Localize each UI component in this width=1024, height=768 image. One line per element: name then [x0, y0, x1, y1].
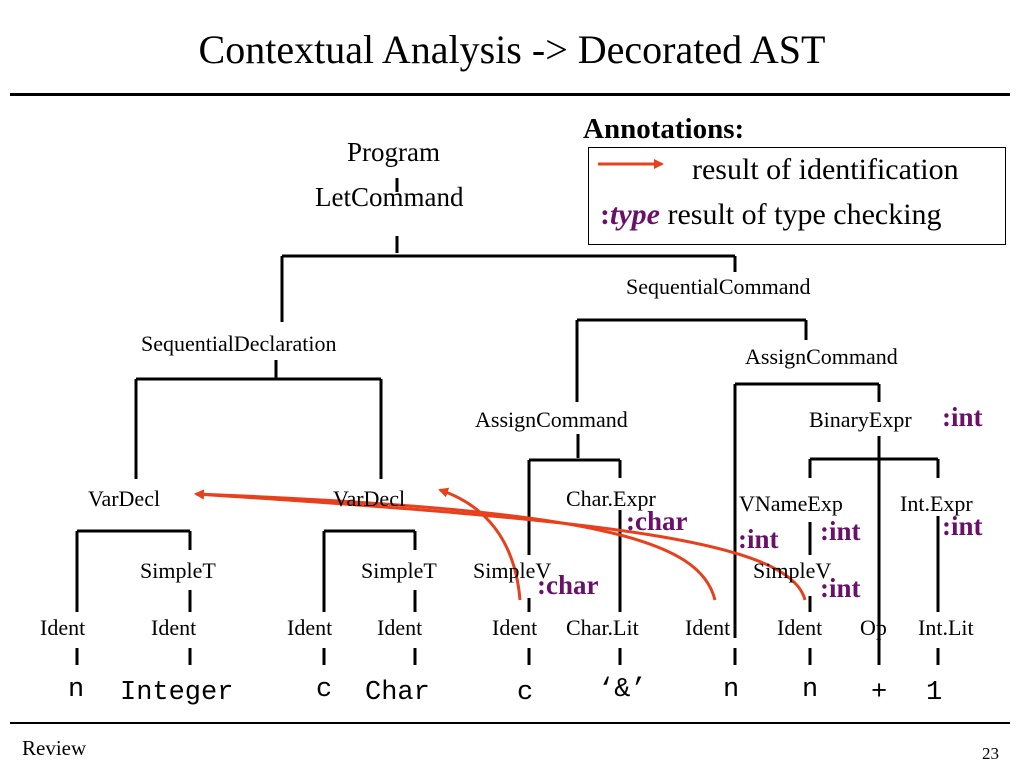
- type-annotation-simplev-2: :int: [820, 573, 861, 603]
- type-annotation-int-expr: :int: [942, 511, 983, 541]
- leaf-ident-5: Ident: [492, 615, 538, 640]
- footer-rule: [10, 722, 1010, 724]
- token-4: Char: [365, 678, 430, 708]
- node-vname-exp: VNameExp: [739, 491, 843, 516]
- ident-arrow-c-to-vardecl: [438, 487, 522, 601]
- ident-arrow-n1-to-vardecl: [194, 489, 717, 601]
- annotations-legend-box: [588, 147, 1006, 245]
- type-legend-row: :type result of type checking: [600, 198, 942, 232]
- annotations-heading: Annotations:: [583, 113, 745, 145]
- node-char-expr: Char.Expr: [566, 486, 656, 511]
- leaf-op: Op: [860, 615, 887, 640]
- node-simplev-1: SimpleV: [473, 558, 552, 583]
- type-annotation-assign-target: :int: [738, 524, 779, 554]
- type-annotation-simplev-1: :char: [537, 570, 599, 600]
- token-3: c: [316, 675, 333, 705]
- node-simplet-1: SimpleT: [140, 558, 216, 583]
- page-number: 23: [982, 744, 999, 763]
- type-annotation-char-expr: :char: [626, 506, 688, 536]
- token-7: n: [723, 675, 740, 705]
- node-vardecl-1: VarDecl: [88, 486, 161, 511]
- type-annotation-binary-expr: :int: [942, 402, 983, 432]
- token-10: 1: [926, 678, 943, 708]
- token-1: n: [68, 675, 85, 705]
- leaf-char-lit: Char.Lit: [566, 615, 639, 640]
- leaf-int-lit: Int.Lit: [918, 615, 974, 640]
- node-sequential-command: SequentialCommand: [626, 274, 811, 299]
- leaf-ident-6: Ident: [685, 615, 731, 640]
- ident-arrow-n2-to-vardecl: [194, 489, 807, 601]
- token-2: Integer: [120, 678, 234, 708]
- node-sequential-declaration: SequentialDeclaration: [141, 331, 337, 356]
- type-legend-label: result of type checking: [667, 198, 942, 231]
- leaf-ident-1: Ident: [40, 615, 86, 640]
- type-legend-colon: :: [600, 198, 610, 231]
- token-8: n: [802, 675, 819, 705]
- leaf-ident-7: Ident: [777, 615, 823, 640]
- title-rule: [10, 93, 1010, 96]
- token-9: +: [871, 678, 888, 708]
- token-5: c: [517, 678, 534, 708]
- node-let-command: LetCommand: [315, 182, 464, 212]
- node-simplev-2: SimpleV: [753, 558, 832, 583]
- node-program: Program: [347, 137, 440, 167]
- type-legend-word: type: [610, 198, 660, 231]
- token-6: ‘&’: [598, 675, 647, 705]
- leaf-ident-3: Ident: [287, 615, 333, 640]
- node-simplet-2: SimpleT: [361, 558, 437, 583]
- node-assign-command-right: AssignCommand: [745, 344, 898, 369]
- type-annotation-vname-exp: :int: [820, 516, 861, 546]
- node-int-expr: Int.Expr: [900, 491, 973, 516]
- footer-label: Review: [22, 736, 87, 760]
- slide-title: Contextual Analysis -> Decorated AST: [198, 27, 826, 72]
- node-vardecl-2: VarDecl: [333, 486, 406, 511]
- identification-legend-label: result of identification: [692, 153, 959, 186]
- leaf-ident-2: Ident: [151, 615, 197, 640]
- node-binary-expr: BinaryExpr: [809, 407, 912, 432]
- leaf-ident-4: Ident: [377, 615, 423, 640]
- node-assign-command-left: AssignCommand: [475, 407, 628, 432]
